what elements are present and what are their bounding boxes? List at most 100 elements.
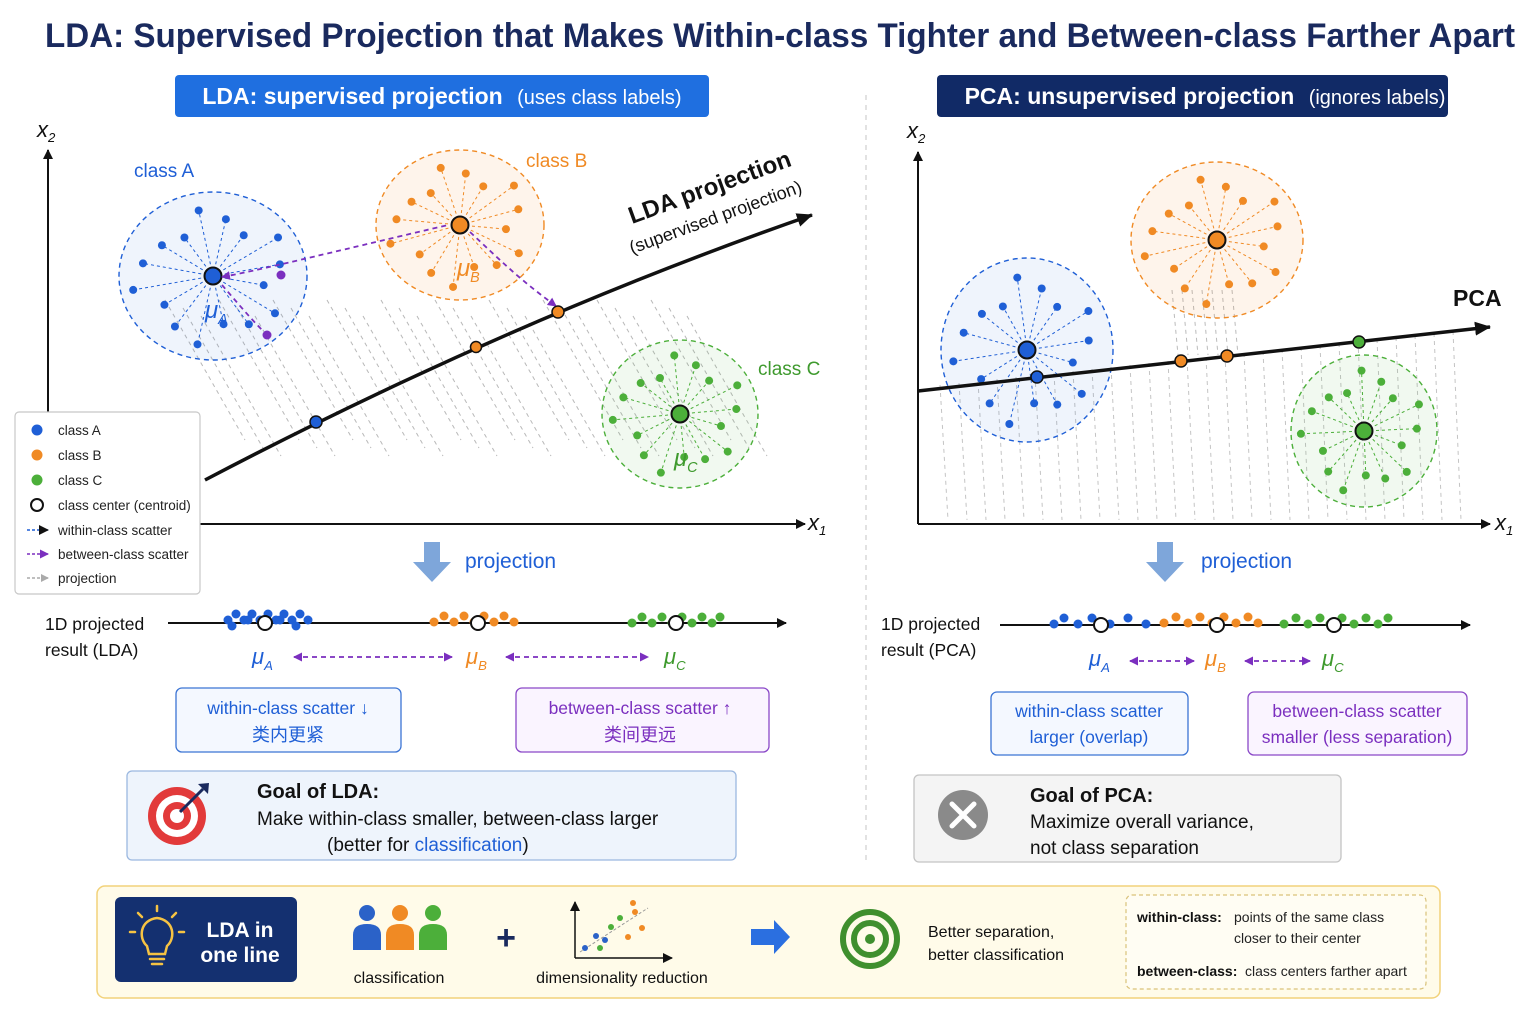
pca-class-c-point (1381, 474, 1390, 483)
pca-class-c-spoke (1342, 430, 1365, 491)
pca-within-text-2: larger (overlap) (1030, 727, 1149, 747)
pca-class-b-spoke (1200, 179, 1218, 241)
pca-class-a-spoke (963, 332, 1028, 351)
lda-between-arrow-ab (221, 224, 449, 280)
lda-class-b-spoke (452, 224, 461, 287)
lda-class-a-spoke (212, 275, 250, 325)
pca-guide-line (1186, 358, 1196, 521)
pca-guide-line (1376, 338, 1386, 521)
lda-class-b-point (427, 268, 436, 277)
lda-line-mark-a (309, 415, 323, 429)
lda-class-b-point (436, 163, 445, 172)
pca-class-a-spoke (1008, 349, 1028, 425)
pca-class-b-spoke (1205, 239, 1218, 305)
lda-header: LDA: supervised projection (uses class l… (175, 75, 709, 117)
lda-class-c-point (608, 415, 617, 424)
pca-class-a-spoke (953, 349, 1028, 362)
pca-class-c-spoke (1361, 370, 1365, 432)
lda-between-text-1: between-class scatter ↑ (549, 698, 732, 718)
def-within-line1: points of the same class (1234, 909, 1384, 925)
pca-guide-line (1110, 366, 1120, 521)
pca-class-a-spoke (1016, 277, 1028, 351)
pca-guide-line (1072, 370, 1082, 521)
pca-1d-a-point (1123, 613, 1133, 623)
pca-guide-line-b (1211, 289, 1219, 356)
lda-1d-a2-point (275, 615, 285, 625)
lda-class-a-spoke (174, 275, 214, 327)
lda-class-a-centroid (203, 266, 223, 286)
pca-guide-line-b (1171, 289, 1179, 356)
lda-clusters (118, 149, 759, 489)
legend-centroid: class center (centroid) (58, 498, 191, 513)
lda-guide-line (182, 307, 264, 449)
lda-class-b-point (386, 239, 395, 248)
lda-1d-c-point (647, 618, 657, 628)
lda-1d-c-point (657, 612, 667, 622)
pca-guide-line (1414, 334, 1424, 521)
pca-class-b-spoke (1152, 230, 1218, 241)
lda-1d-centroid-a (257, 615, 273, 631)
pca-class-b-point (1225, 280, 1234, 289)
pca-y-axis-label: x2 (906, 118, 926, 146)
lda-between-point-1 (276, 270, 286, 280)
lda-1d-b-point (439, 611, 449, 621)
lda-line-mark-b2 (551, 305, 565, 319)
lda-guide-line (488, 299, 570, 441)
legend-between: between-class scatter (58, 547, 189, 562)
pca-class-c-point (1388, 394, 1397, 403)
lda-between-point-2 (262, 330, 272, 340)
lda-guide-line (542, 299, 624, 441)
pca-class-b-point (1184, 201, 1193, 210)
lda-guide-line (398, 307, 480, 449)
right-arrow-icon (751, 920, 790, 954)
definitions-box (1125, 894, 1427, 990)
lda-class-a-spoke (212, 275, 276, 314)
lda-class-c-point (619, 393, 628, 402)
lda-class-c-spoke (679, 413, 729, 452)
lda-1d-c-point (627, 618, 637, 628)
pca-projection-guides (939, 289, 1462, 521)
green-target-icon (840, 909, 900, 969)
lda-class-c-spoke (612, 413, 681, 421)
pca-between-text-1: between-class scatter (1272, 701, 1441, 721)
legend-centroid-swatch (30, 498, 44, 512)
lda-class-a-point (193, 340, 202, 349)
close-icon (938, 790, 988, 840)
pca-goal-box: Goal of PCA: Maximize overall variance, … (913, 774, 1342, 863)
pca-class-b-point (1202, 300, 1211, 309)
pca-class-a-point (1053, 400, 1062, 409)
lda-guide-line (380, 299, 462, 441)
lda-1d-c-point (697, 612, 707, 622)
lda-class-c-point (723, 447, 732, 456)
lda-x-axis-label: x1 (807, 510, 826, 538)
pca-guide-line (1262, 350, 1272, 521)
lightbulb-icon (128, 904, 186, 966)
pca-projection-arrow-label: projection (1201, 550, 1292, 573)
pca-1d-centroid-a (1093, 617, 1109, 633)
pca-class-c-point (1343, 389, 1352, 398)
pca-class-a-spoke (1026, 340, 1089, 351)
lda-1d-mu-b: μB (465, 644, 487, 673)
pca-class-a-spoke (1026, 288, 1043, 351)
lda-1d-centroid-c (668, 615, 684, 631)
pca-guide-line (1433, 332, 1443, 521)
pca-class-c-point (1397, 441, 1406, 450)
lda-class-a-point (170, 322, 179, 331)
pca-guide-line (939, 384, 949, 521)
lda-header-paren: (uses class labels) (517, 87, 682, 109)
lda-guide-line (308, 315, 390, 457)
lda-class-b-centroid (450, 215, 470, 235)
def-within-term: within-class: (1136, 909, 1222, 925)
pca-1d-centroid-b (1209, 617, 1225, 633)
lda-guide-line (416, 315, 498, 457)
pca-class-a-point (1030, 399, 1039, 408)
lda-class-a-point (138, 259, 147, 268)
svg-text:LDA: supervised projection: LDA: supervised projection (uses class l… (202, 83, 681, 109)
pca-1d-c-point (1361, 613, 1371, 623)
lda-class-a-point (239, 231, 248, 240)
def-within-line2: closer to their center (1234, 930, 1361, 946)
legend-projection: projection (58, 571, 117, 586)
pca-class-c-spoke (1363, 403, 1420, 432)
pca-line-mark-a (1030, 370, 1044, 384)
